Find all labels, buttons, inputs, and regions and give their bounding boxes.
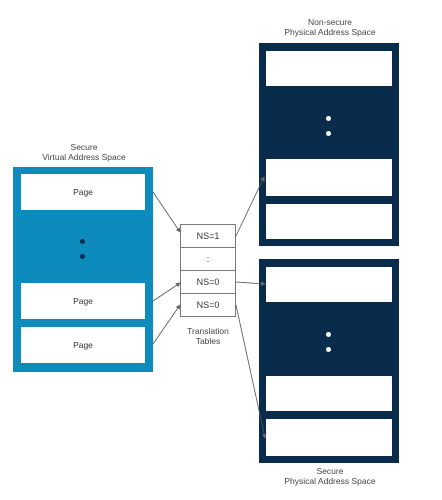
translation-tables-label-line1: Translation: [187, 326, 229, 336]
translation-table-entry-ns1: NS=1: [180, 224, 236, 248]
nonsecure-pas-block-3: [266, 204, 392, 239]
nonsecure-pas-title: Non-secure Physical Address Space: [258, 17, 402, 37]
secure-vas-page-1: Page: [21, 174, 145, 210]
nonsecure-pas-block-1: [266, 51, 392, 86]
nonsecure-pas-title-line2: Physical Address Space: [284, 27, 376, 37]
ellipsis-dot: [326, 116, 331, 121]
secure-vas-title-line1: Secure: [70, 142, 98, 152]
secure-pas-box: [259, 259, 399, 463]
arrow-page2-to-ns0: [152, 282, 181, 302]
ellipsis-dot: [326, 332, 331, 337]
translation-table-entry-ns0-b: NS=0: [180, 293, 236, 317]
translation-tables-label-line2: Tables: [195, 336, 221, 346]
secure-vas-page-2: Page: [21, 283, 145, 319]
nonsecure-pas-box: [259, 43, 399, 246]
secure-pas-title-line1: Secure: [316, 466, 344, 476]
secure-vas-ellipsis: [80, 239, 85, 259]
secure-pas-block-1: [266, 267, 392, 302]
ellipsis-dot: [326, 347, 331, 352]
ellipsis-dot: [80, 239, 85, 244]
arrow-ns0-to-secure-1: [235, 281, 266, 287]
translation-table-entry-ellipsis: :: [180, 247, 236, 271]
secure-vas-box: Page Page Page: [13, 167, 153, 372]
secure-vas-title: Secure Virtual Address Space: [12, 142, 156, 162]
nonsecure-pas-ellipsis: [326, 116, 331, 136]
arrow-ns1-to-nonsecure: [235, 176, 265, 237]
secure-pas-ellipsis: [326, 332, 331, 352]
secure-pas-title-line2: Physical Address Space: [284, 476, 376, 486]
translation-tables-label: Translation Tables: [168, 326, 248, 346]
arrow-page1-to-ns1: [152, 191, 181, 233]
nonsecure-pas-block-2: [266, 159, 392, 196]
arrow-page3-to-ns0: [152, 304, 181, 345]
arrow-ns0-to-secure-3: [235, 304, 267, 439]
secure-vas-title-line2: Virtual Address Space: [42, 152, 126, 162]
secure-pas-title: Secure Physical Address Space: [258, 466, 402, 486]
nonsecure-pas-title-line1: Non-secure: [308, 17, 352, 27]
secure-pas-block-3: [266, 419, 392, 456]
ellipsis-dot: [80, 254, 85, 259]
secure-pas-block-2: [266, 376, 392, 411]
secure-vas-page-3: Page: [21, 327, 145, 363]
ellipsis-dot: [326, 131, 331, 136]
